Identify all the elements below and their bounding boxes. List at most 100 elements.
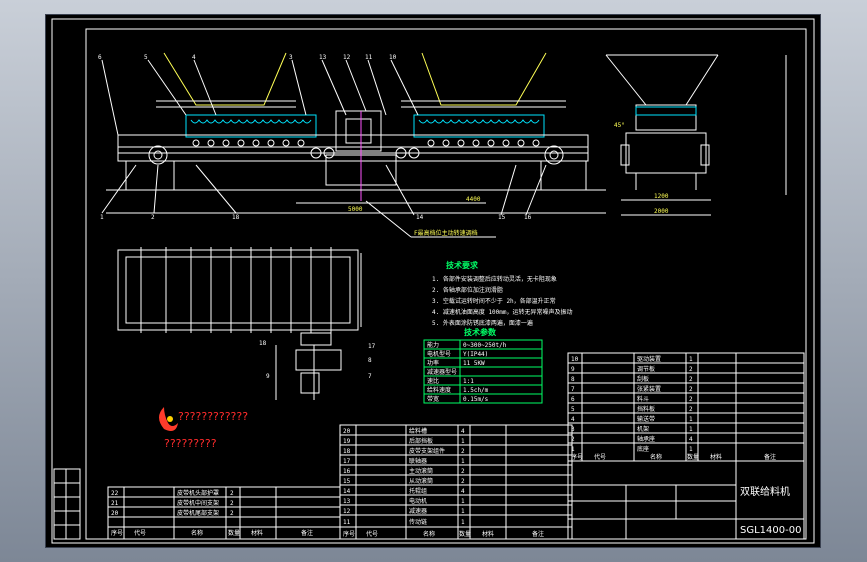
bom-cell: 18 — [343, 448, 351, 455]
bom-cell: 8 — [571, 376, 575, 383]
angle-side: 45° — [614, 122, 625, 129]
drawing-title: 双联给料机 — [740, 485, 790, 498]
label-1: 1 — [100, 214, 104, 221]
bom-cell: 11 — [343, 519, 351, 526]
param-label: 功率 — [427, 359, 439, 367]
param-label: 减速器型号 — [427, 368, 457, 376]
cad-drawing: 5000 4400 6 5 4 3 13 12 11 10 1 2 18 — [51, 18, 815, 544]
bom-cell: 轴承座 — [637, 435, 655, 443]
label-18: 18 — [232, 214, 240, 221]
bom-header: 数量 — [459, 530, 471, 538]
bom-cell: 4 — [571, 416, 575, 423]
bom-cell: 4 — [461, 428, 465, 435]
bom-cell: 4 — [461, 488, 465, 495]
bom-header: 代号 — [134, 529, 146, 537]
bom-header: 备注 — [532, 530, 544, 538]
title-block: 双联给料机 SGL1400-00 — [567, 460, 805, 540]
label-11: 11 — [365, 54, 373, 61]
bom-header: 代号 — [594, 453, 606, 461]
label-14: 14 — [416, 214, 424, 221]
label-2: 2 — [151, 214, 155, 221]
bom-cell: 从动滚筒 — [409, 477, 433, 485]
bom-cell: 传动链 — [409, 518, 427, 526]
tech-req-4: 4. 减速机油面高度 100mm，运转无异常噪声及振动 — [432, 308, 573, 316]
bom-cell: 2 — [689, 376, 693, 383]
label-4: 4 — [192, 54, 196, 61]
bom-cell: 1 — [461, 508, 465, 515]
bom-cell: 20 — [343, 428, 351, 435]
bom-cell: 主动滚筒 — [409, 467, 433, 475]
bom-middle: 20 给料槽 4 19 后部挡板 1 18 皮带支架组件 2 17 联轴器 1 … — [339, 424, 573, 540]
bom-cell: 2 — [689, 386, 693, 393]
bom-cell: 输送带 — [637, 415, 655, 423]
bom-cell: 14 — [343, 488, 351, 495]
bom-cell: 1 — [571, 446, 575, 453]
bom-cell: 皮带支架组件 — [409, 447, 445, 455]
bom-cell: 调节板 — [637, 365, 655, 373]
label-plan-8: 8 — [368, 357, 372, 364]
bom-cell: 12 — [343, 508, 351, 515]
bom-header: 材料 — [251, 529, 263, 537]
param-label: 能力 — [427, 341, 439, 349]
outer-frame — [51, 18, 815, 544]
tech-req-5: 5. 外表面涂防锈底漆两遍，面漆一遍 — [432, 319, 533, 327]
bom-cell: 机架 — [637, 425, 649, 433]
bom-cell: 2 — [230, 500, 234, 507]
bom-cell: 2 — [461, 468, 465, 475]
bom-cell: 电动机 — [409, 497, 427, 505]
bom-header: 备注 — [301, 529, 313, 537]
bom-cell: 皮带机尾部支架 — [177, 509, 219, 517]
bom-left: 22 皮带机头部护罩 2 21 皮带机中间支架 2 20 皮带机尾部支架 2 序… — [107, 486, 341, 540]
bom-cell: 1 — [461, 458, 465, 465]
param-value: 0~300~250t/h — [463, 342, 507, 349]
tech-params: 技术参数 能力 0~300~250t/h 电机型号 Y(IP44) 功率 11 … — [423, 327, 543, 404]
bom-header: 备注 — [764, 453, 776, 461]
label-13: 13 — [319, 54, 327, 61]
bom-cell: 20 — [111, 510, 119, 517]
bom-header: 序号 — [111, 529, 123, 537]
bom-cell: 2 — [461, 478, 465, 485]
bom-header: 名称 — [191, 529, 203, 537]
label-16: 16 — [524, 214, 532, 221]
bom-header: 名称 — [423, 530, 435, 538]
bom-cell: 1 — [461, 498, 465, 505]
label-plan-18: 18 — [259, 340, 267, 347]
param-value: 1:1 — [463, 378, 474, 385]
bom-header: 序号 — [571, 453, 583, 461]
bom-cell: 1 — [689, 446, 693, 453]
bom-cell: 3 — [571, 426, 575, 433]
param-label: 电机型号 — [427, 350, 451, 358]
bom-cell: 联轴器 — [409, 457, 427, 465]
label-12: 12 — [343, 54, 351, 61]
dim-span: 4400 — [466, 196, 481, 203]
tech-req-2: 2. 各轴承部位加注润滑脂 — [432, 286, 503, 294]
bom-cell: 皮带机中间支架 — [177, 499, 219, 507]
left-strip — [53, 468, 81, 540]
param-label: 速比 — [427, 377, 439, 385]
bom-cell: 22 — [111, 490, 119, 497]
bom-cell: 料斗 — [637, 395, 649, 403]
label-plan-7: 7 — [368, 373, 372, 380]
bom-header: 数量 — [228, 529, 240, 537]
logo-subtext: ????????? — [164, 437, 217, 450]
bom-cell: 2 — [461, 448, 465, 455]
bom-cell: 19 — [343, 438, 351, 445]
bom-header: 代号 — [366, 530, 378, 538]
bom-header: 数量 — [687, 453, 699, 461]
bom-cell: 给料槽 — [409, 427, 427, 435]
label-5b: 3 — [289, 54, 293, 61]
tech-requirements: 技术要求 1. 各部件安装调整后应转动灵活，无卡阻现象 2. 各轴承部位加注润滑… — [432, 260, 573, 327]
bom-cell: 张紧装置 — [637, 385, 661, 393]
bom-cell: 2 — [230, 510, 234, 517]
bom-cell: 17 — [343, 458, 351, 465]
label-plan-17: 17 — [368, 343, 376, 350]
bom-cell: 7 — [571, 386, 575, 393]
bom-cell: 2 — [689, 366, 693, 373]
label-5a: 5 — [144, 54, 148, 61]
bom-cell: 1 — [689, 356, 693, 363]
param-value: 1.5ch/m — [463, 387, 489, 394]
tech-req-title: 技术要求 — [446, 260, 479, 270]
bom-cell: 底座 — [637, 445, 649, 453]
bom-cell: 1 — [461, 519, 465, 526]
bom-header: 序号 — [343, 530, 355, 538]
